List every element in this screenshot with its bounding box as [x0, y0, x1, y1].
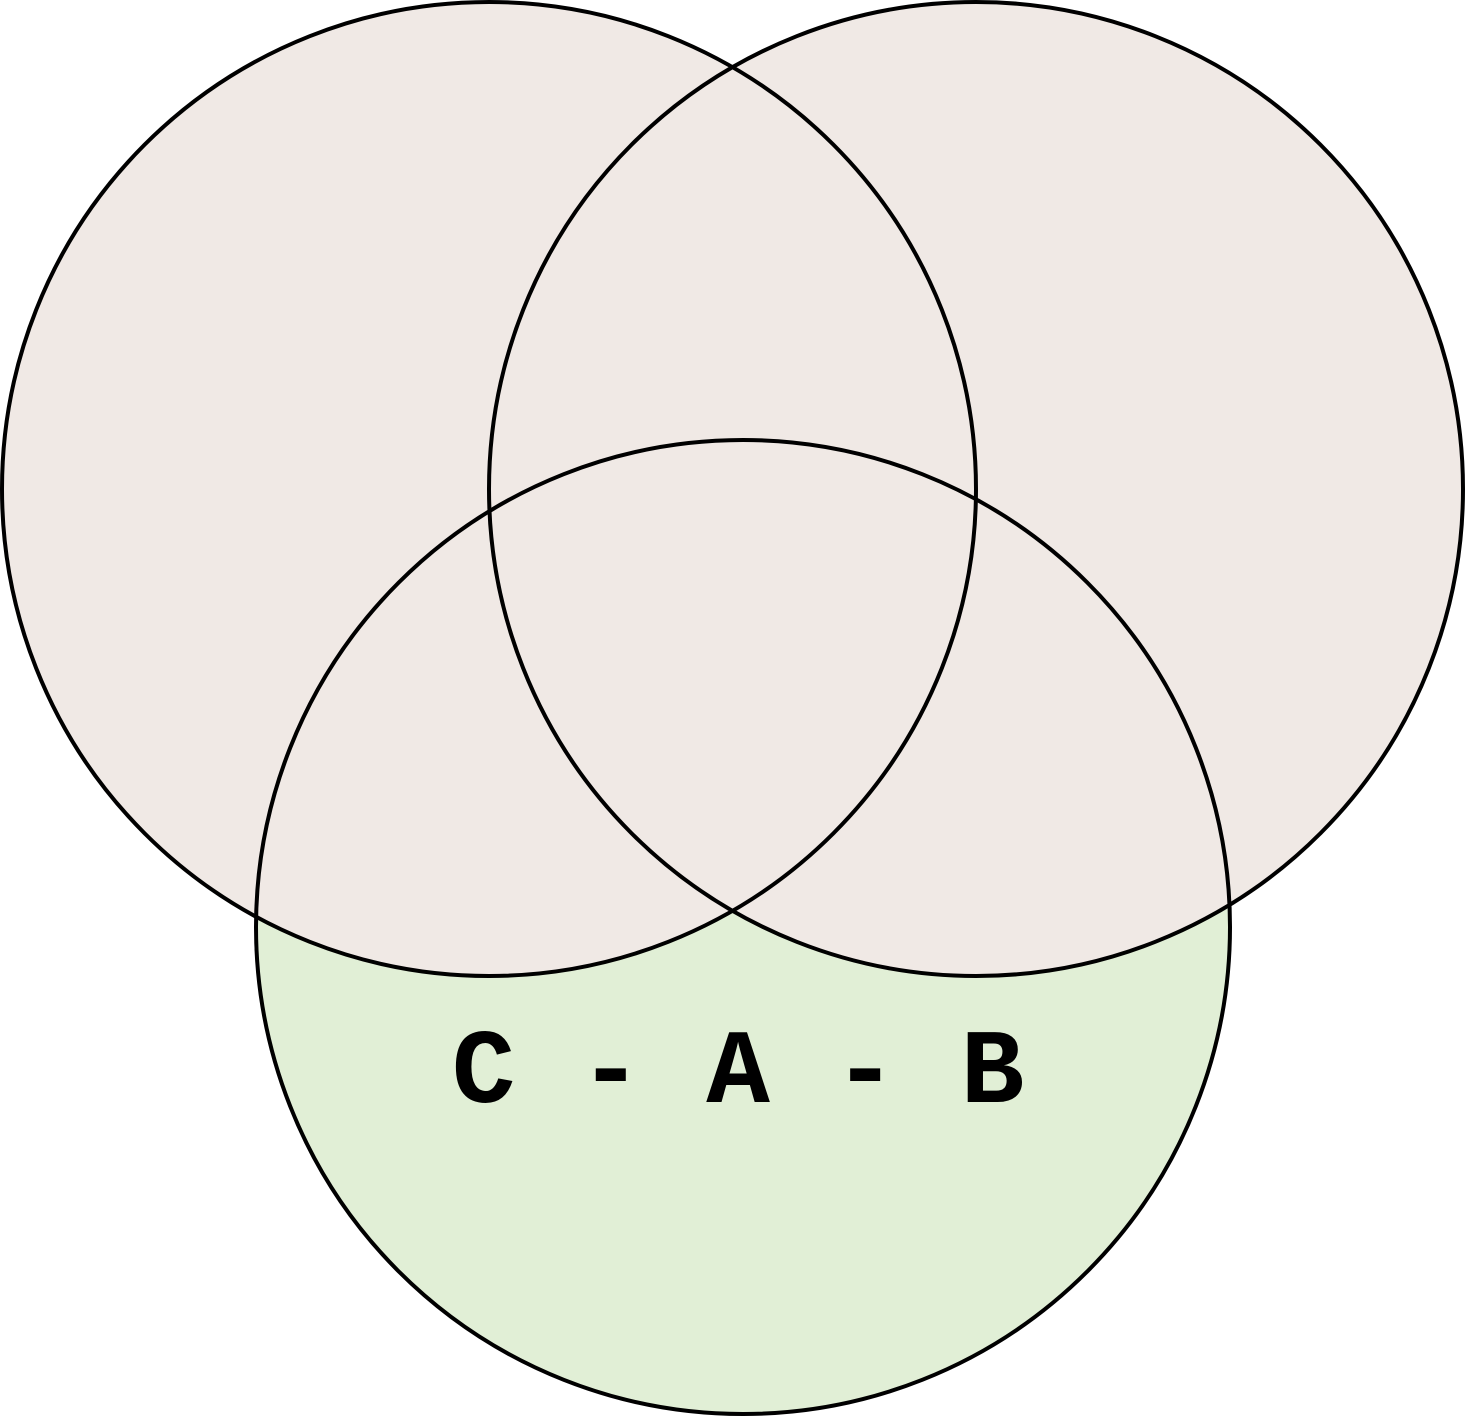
- highlighted-region-label: C - A - B: [452, 1014, 1025, 1134]
- circle-c-outline: [254, 438, 1232, 1416]
- circle-b-outline: [487, 0, 1465, 978]
- circle-a-outline: [0, 0, 978, 978]
